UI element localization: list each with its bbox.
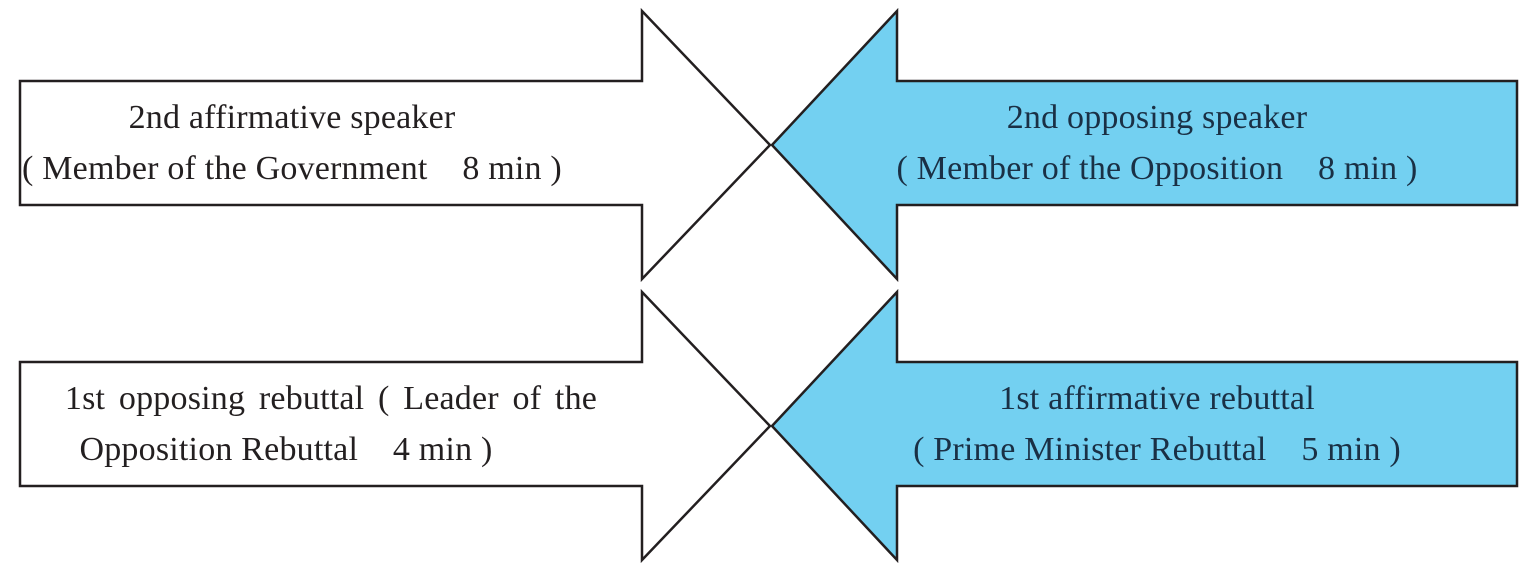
label-line-2: Opposition Rebuttal 4 min )	[79, 431, 493, 468]
left-arrow-shape	[770, 7, 1519, 283]
label-line-2: ( Prime Minister Rebuttal 5 min )	[913, 431, 1401, 468]
label-line-1: 1st opposing rebuttal ( Leader of the	[64, 380, 598, 417]
left-arrow-shape	[770, 288, 1519, 564]
arrow-2nd-affirmative-speaker: 2nd affirmative speaker ( Member of the …	[18, 7, 772, 283]
label-line-1: 1st affirmative rebuttal	[999, 380, 1315, 417]
label-line-1: 2nd opposing speaker	[1006, 99, 1308, 136]
speaker-label: 1st affirmative rebuttal ( Prime Ministe…	[897, 362, 1417, 486]
right-arrow-shape	[18, 7, 772, 283]
speaker-label: 2nd affirmative speaker ( Member of the …	[22, 81, 562, 205]
label-line-2: ( Member of the Government 8 min )	[22, 150, 562, 187]
arrow-2nd-opposing-speaker: 2nd opposing speaker ( Member of the Opp…	[770, 7, 1519, 283]
arrow-1st-opposing-rebuttal: 1st opposing rebuttal ( Leader of the Op…	[18, 288, 772, 564]
speaker-label: 1st opposing rebuttal ( Leader of the Op…	[22, 362, 640, 486]
arrow-1st-affirmative-rebuttal: 1st affirmative rebuttal ( Prime Ministe…	[770, 288, 1519, 564]
speaker-label: 2nd opposing speaker ( Member of the Opp…	[896, 81, 1418, 205]
label-line-2: ( Member of the Opposition 8 min )	[896, 150, 1418, 187]
label-line-1: 2nd affirmative speaker	[128, 99, 456, 136]
right-arrow-shape	[18, 288, 772, 564]
